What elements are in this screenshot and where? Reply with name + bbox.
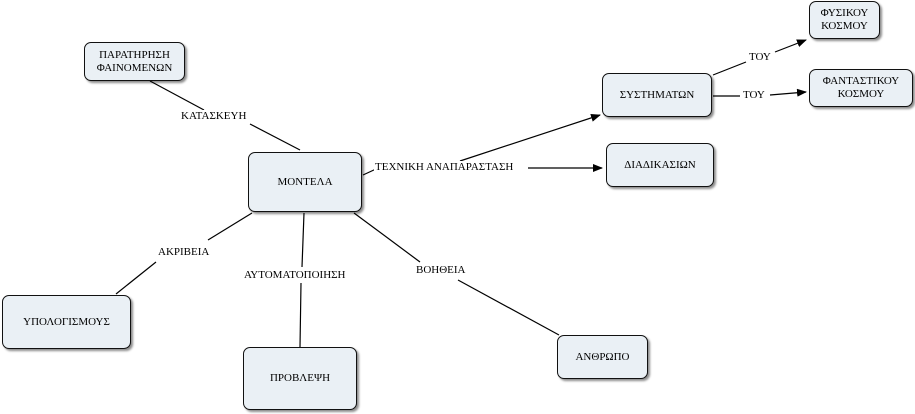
node-processes-label: ΔΙΑΔΙΚΑΣΙΩΝ	[624, 158, 696, 171]
edge-observation-construction	[149, 80, 205, 111]
node-prediction[interactable]: ΠΡΟΒΛΕΨΗ	[243, 347, 357, 410]
node-fictional[interactable]: ΦΑΝΤΑΣΤΙΚΟΥ ΚΟΣΜΟΥ	[809, 69, 913, 107]
node-center-label: ΜΟΝΤΕΛΑ	[277, 175, 333, 188]
node-prediction-label: ΠΡΟΒΛΕΨΗ	[269, 372, 331, 384]
node-human-label: ΑΝΘΡΩΠΟ	[575, 350, 630, 363]
edge-automation-prediction	[299, 282, 302, 348]
edge-center-help	[353, 212, 421, 263]
node-fictional-label: ΦΑΝΤΑΣΤΙΚΟΥ ΚΟΣΜΟΥ	[822, 75, 900, 100]
node-center[interactable]: ΜΟΝΤΕΛΑ	[248, 152, 362, 212]
node-observation[interactable]: ΠΑΡΑΤΗΡΗΣΗ ΦΑΙΝΟΜΕΝΩΝ	[84, 42, 185, 81]
link-label-of-fictional: ΤΟΥ	[742, 89, 766, 102]
edge-help-human	[457, 279, 560, 336]
node-computations-label: ΥΠΟΛΟΓΙΣΜΟΥΣ	[23, 315, 110, 328]
node-computations[interactable]: ΥΠΟΛΟΓΙΣΜΟΥΣ	[2, 295, 131, 349]
edge-center-technical	[362, 168, 377, 176]
edge-accuracy-computations	[115, 261, 157, 295]
node-human[interactable]: ΑΝΘΡΩΠΟ	[557, 335, 648, 379]
node-systems[interactable]: ΣΥΣΤΗΜΑΤΩΝ	[602, 73, 712, 117]
node-systems-label: ΣΥΣΤΗΜΑΤΩΝ	[619, 88, 695, 101]
link-label-construction: ΚΑΤΑΣΚΕΥΗ	[180, 110, 248, 123]
edge-of-physical-physical	[774, 39, 807, 53]
edge-center-accuracy	[207, 212, 253, 241]
node-observation-label: ΠΑΡΑΤΗΡΗΣΗ ΦΑΙΝΟΜΕΝΩΝ	[96, 48, 173, 74]
link-label-automation: ΑΥΤΟΜΑΤΟΠΟΙΗΣΗ	[243, 269, 347, 282]
node-processes[interactable]: ΔΙΑΔΙΚΑΣΙΩΝ	[606, 143, 714, 187]
edge-center-automation	[301, 212, 305, 268]
edge-technical-systems	[459, 114, 601, 162]
node-physical[interactable]: ΦΥΣΙΚΟΥ ΚΟΣΜΟΥ	[809, 1, 880, 39]
node-physical-label: ΦΥΣΙΚΟΥ ΚΟΣΜΟΥ	[820, 7, 869, 32]
link-label-help: ΒΟΗΘΕΙΑ	[415, 264, 467, 277]
link-label-accuracy: ΑΚΡΙΒΕΙΑ	[157, 246, 211, 259]
link-label-of-physical: ΤΟΥ	[748, 51, 772, 64]
link-label-technical: ΤΕΧΝΙΚΗ ΑΝΑΠΑΡΑΣΤΑΣΗ	[374, 161, 515, 174]
edge-systems-of-physical	[712, 61, 747, 76]
edge-of-fictional-fictional	[769, 88, 807, 97]
edge-construction-center	[249, 123, 301, 151]
